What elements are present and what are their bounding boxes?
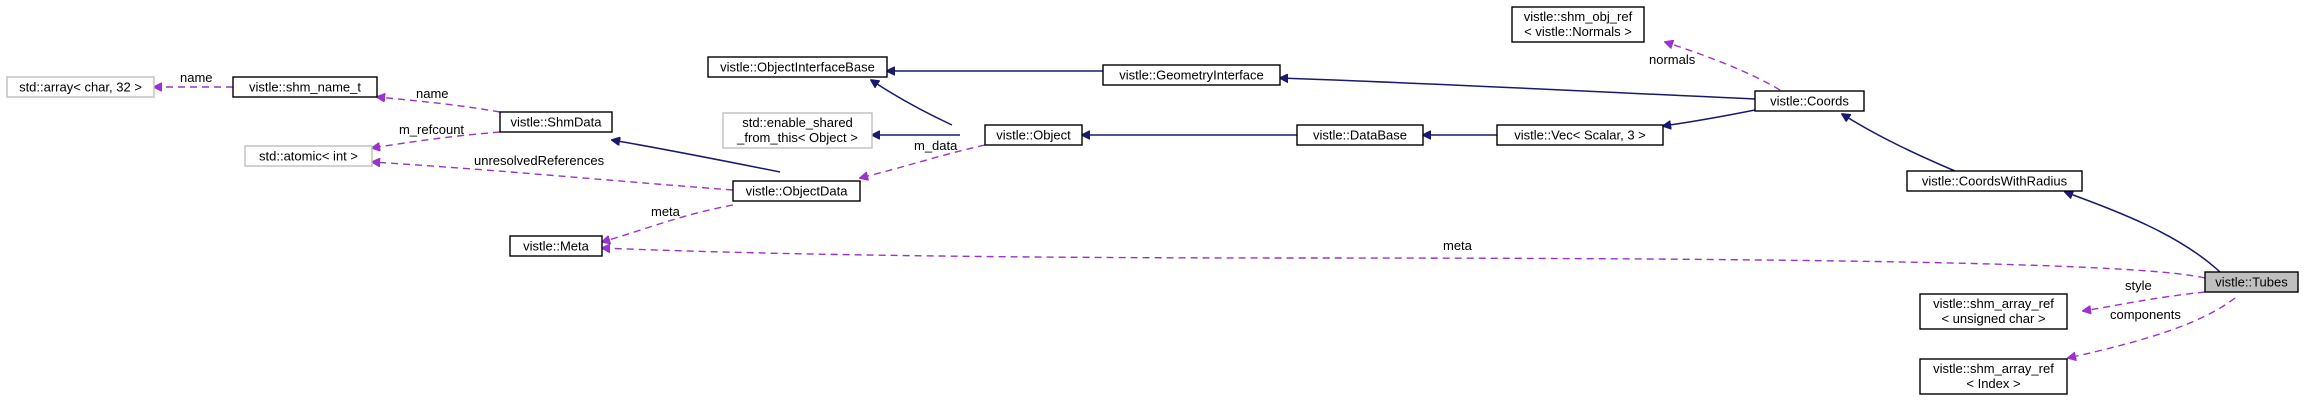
node-shm-array-ref-uchar[interactable]: vistle::shm_array_ref < unsigned char > [1919, 293, 2068, 330]
node-meta[interactable]: vistle::Meta [509, 235, 603, 257]
node-label-line-2: _from_this< Object > [736, 130, 858, 145]
inheritance-edges [612, 71, 2221, 273]
edge-label-components: components [2110, 307, 2181, 322]
edge-label-name-shmdata: name [416, 86, 449, 101]
edge-label-unresolved: unresolvedReferences [474, 153, 605, 168]
node-label-line-1: std::enable_shared [742, 115, 853, 130]
node-label: vistle::CoordsWithRadius [1922, 174, 2068, 189]
node-shm-name-t[interactable]: vistle::shm_name_t [232, 76, 378, 98]
node-label: std::atomic< int > [259, 149, 358, 164]
nodes: std::array< char, 32 > vistle::shm_name_… [6, 6, 2299, 395]
edge-object-to-object-iface [871, 80, 953, 126]
node-object[interactable]: vistle::Object [984, 124, 1083, 146]
node-label: vistle::ObjectData [746, 184, 849, 199]
edge-shmdata-to-atomic [372, 131, 501, 148]
edge-label-m-refcount: m_refcount [399, 122, 464, 137]
node-label-line-2: < unsigned char > [1941, 311, 2045, 326]
edge-shmdata-to-objectdata [612, 140, 781, 173]
node-label: vistle::Object [996, 128, 1071, 143]
node-geometry-interface[interactable]: vistle::GeometryInterface [1102, 64, 1281, 86]
edge-coords-to-geometry-iface [1280, 78, 1756, 100]
node-coords-with-radius[interactable]: vistle::CoordsWithRadius [1906, 170, 2083, 192]
node-label: vistle::ShmData [510, 115, 602, 130]
edge-label-meta-tubes: meta [1443, 238, 1473, 253]
edge-label-meta-objectdata: meta [651, 204, 681, 219]
node-label: vistle::GeometryInterface [1119, 68, 1264, 83]
node-label: vistle::ObjectInterfaceBase [720, 60, 875, 75]
edge-coords-radius-to-coords [1842, 114, 1956, 172]
node-label: vistle::Tubes [2215, 275, 2288, 290]
node-shmdata[interactable]: vistle::ShmData [499, 111, 613, 133]
node-label-line-1: vistle::shm_obj_ref [1524, 9, 1633, 24]
edge-labels: name name m_refcount unresolvedReference… [180, 52, 2181, 322]
node-label: vistle::Coords [1770, 94, 1849, 109]
node-label-line-2: < vistle::Normals > [1524, 24, 1632, 39]
node-coords[interactable]: vistle::Coords [1754, 90, 1865, 112]
node-database[interactable]: vistle::DataBase [1296, 124, 1424, 146]
edge-objectdata-to-meta [602, 204, 734, 242]
node-std-atomic[interactable]: std::atomic< int > [244, 145, 373, 167]
edge-coords-to-shm-obj-ref [1665, 42, 1781, 91]
node-label-line-2: < Index > [1966, 376, 2020, 391]
edge-label-m-data: m_data [914, 138, 958, 153]
node-shm-array-ref-index[interactable]: vistle::shm_array_ref < Index > [1919, 358, 2068, 395]
edge-tubes-to-shm-array-index [2068, 297, 2236, 358]
edge-tubes-to-meta [602, 248, 2206, 279]
node-label: std::array< char, 32 > [19, 80, 142, 95]
node-label-line-1: vistle::shm_array_ref [1933, 361, 2054, 376]
node-label: vistle::Meta [523, 239, 590, 254]
node-vec-scalar-3[interactable]: vistle::Vec< Scalar, 3 > [1496, 124, 1664, 146]
edge-shmdata-to-shm-name [377, 97, 501, 113]
node-std-array[interactable]: std::array< char, 32 > [6, 76, 155, 98]
edge-tubes-to-shm-array-uchar [2083, 291, 2206, 311]
node-object-interface-base[interactable]: vistle::ObjectInterfaceBase [707, 56, 888, 78]
edge-object-to-objectdata [860, 144, 986, 178]
node-objectdata[interactable]: vistle::ObjectData [732, 180, 861, 202]
usage-edges [154, 42, 2236, 358]
node-label: vistle::shm_name_t [249, 80, 361, 95]
node-enable-shared-from-this[interactable]: std::enable_shared _from_this< Object > [722, 112, 873, 149]
edge-tubes-to-coords-radius [2065, 192, 2221, 273]
edge-label-normals: normals [1649, 52, 1696, 67]
edge-coords-to-vec [1663, 109, 1756, 126]
edge-label-name-array: name [180, 70, 213, 85]
node-shm-obj-ref-normals[interactable]: vistle::shm_obj_ref < vistle::Normals > [1511, 6, 1645, 43]
edge-objectdata-to-atomic [372, 162, 734, 191]
node-label: vistle::DataBase [1313, 128, 1407, 143]
node-tubes[interactable]: vistle::Tubes [2204, 271, 2299, 293]
node-label-line-1: vistle::shm_array_ref [1933, 296, 2054, 311]
node-label: vistle::Vec< Scalar, 3 > [1514, 128, 1646, 143]
edge-label-style: style [2125, 278, 2152, 293]
